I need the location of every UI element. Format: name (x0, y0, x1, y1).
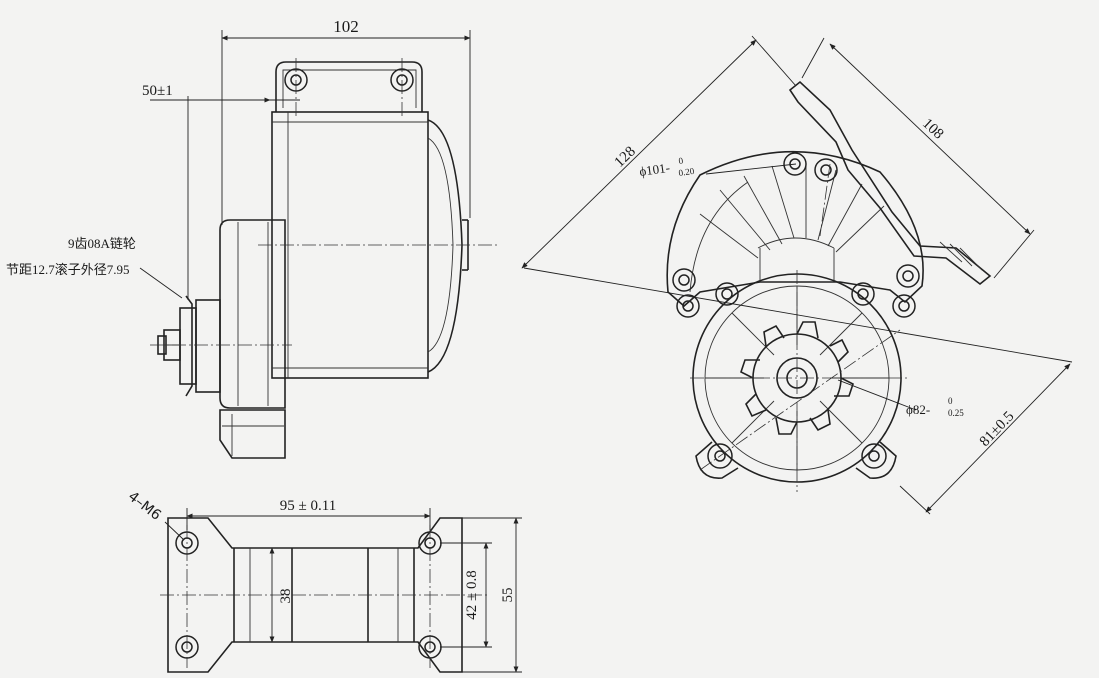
dim-hole-spacing-y: 42 ± 0.8 (464, 570, 480, 619)
dim-outer-tol-upper: 0 (678, 155, 684, 166)
dim-shaft-offset: 50±1 (142, 83, 173, 99)
dim-center-width: 38 (278, 589, 294, 604)
dim-overall-height: 55 (500, 588, 516, 603)
gearbox-housing (219, 219, 286, 459)
front-view: 128 108 81±0.5 ϕ101- 0 0.20 ϕ82- 0 0.25 (521, 35, 1073, 515)
dim-outer-tol-lower: 0.20 (678, 166, 695, 178)
label-sprocket-spec: 9齿08A链轮 (68, 236, 136, 251)
output-shaft-sprocket (157, 295, 221, 397)
bottom-view: 4–M6 95 ± 0.11 38 42 ± 0.8 55 (125, 488, 522, 673)
dim-overall-length: 102 (333, 17, 359, 36)
side-bracket (788, 80, 992, 286)
dim-diagonal: 81±0.5 (977, 409, 1018, 450)
label-thread-spec: 4–M6 (125, 488, 164, 523)
dim-inner-tol-upper: 0 (948, 396, 953, 406)
dim-inner-tol-lower: 0.25 (948, 408, 964, 418)
dim-width: 128 (612, 144, 639, 171)
dim-depth: 108 (919, 116, 946, 143)
top-mounting-bracket (275, 61, 423, 112)
dim-outer-diameter: ϕ101- (638, 160, 670, 179)
front-holes (672, 152, 920, 469)
dim-inner-diameter: ϕ82- (906, 402, 930, 417)
dim-hole-spacing-x: 95 ± 0.11 (280, 498, 336, 514)
label-sprocket-pitch: 节距12.7滚子外径7.95 (6, 262, 130, 277)
side-view: 102 50±1 9齿08A链轮 节距12.7滚子外径7.95 (6, 17, 500, 459)
